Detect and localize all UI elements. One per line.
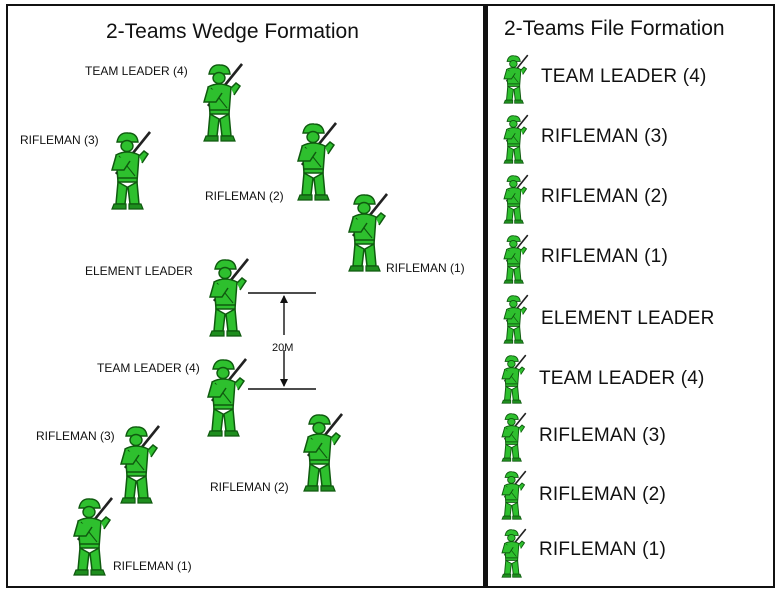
file-member-label: TEAM LEADER (4) bbox=[539, 368, 705, 389]
diagram-frame bbox=[6, 4, 775, 588]
soldier-icon bbox=[296, 121, 338, 202]
file-member-label: RIFLEMAN (3) bbox=[541, 126, 668, 147]
wedge-team1-rifleman2-label: RIFLEMAN (2) bbox=[205, 189, 284, 203]
file-member-label: ELEMENT LEADER bbox=[541, 308, 715, 329]
wedge-team2-leader-label: TEAM LEADER (4) bbox=[97, 361, 200, 375]
soldier-icon bbox=[347, 192, 389, 273]
wedge-team1-leader-label: TEAM LEADER (4) bbox=[85, 64, 188, 78]
panel-divider bbox=[483, 4, 488, 588]
soldier-icon bbox=[503, 114, 529, 165]
soldier-icon bbox=[206, 357, 248, 438]
file-member-label: RIFLEMAN (1) bbox=[539, 539, 666, 560]
soldier-icon bbox=[501, 412, 527, 463]
distance-marker bbox=[248, 292, 316, 390]
soldier-icon bbox=[119, 424, 161, 505]
file-member-label: RIFLEMAN (2) bbox=[539, 484, 666, 505]
soldier-icon bbox=[208, 257, 250, 338]
file-member-label: RIFLEMAN (2) bbox=[541, 186, 668, 207]
soldier-icon bbox=[302, 412, 344, 493]
file-member-label: RIFLEMAN (1) bbox=[541, 246, 668, 267]
wedge-title: 2-Teams Wedge Formation bbox=[106, 20, 359, 43]
file-title: 2-Teams File Formation bbox=[504, 17, 725, 40]
soldier-icon bbox=[202, 62, 244, 143]
soldier-icon bbox=[503, 54, 529, 105]
soldier-icon bbox=[503, 234, 529, 285]
wedge-element-leader-label: ELEMENT LEADER bbox=[85, 264, 193, 278]
soldier-icon bbox=[503, 174, 529, 225]
file-member-label: RIFLEMAN (3) bbox=[539, 425, 666, 446]
wedge-team2-rifleman3-label: RIFLEMAN (3) bbox=[36, 429, 115, 443]
soldier-icon bbox=[110, 130, 152, 211]
wedge-team2-rifleman2-label: RIFLEMAN (2) bbox=[210, 480, 289, 494]
soldier-icon bbox=[501, 528, 527, 579]
soldier-icon bbox=[501, 470, 527, 521]
file-member-label: TEAM LEADER (4) bbox=[541, 66, 707, 87]
soldier-icon bbox=[72, 496, 114, 577]
soldier-icon bbox=[503, 294, 529, 345]
distance-label: 20M bbox=[272, 342, 294, 354]
wedge-team1-rifleman3-label: RIFLEMAN (3) bbox=[20, 133, 99, 147]
wedge-team2-rifleman1-label: RIFLEMAN (1) bbox=[113, 559, 192, 573]
wedge-team1-rifleman1-label: RIFLEMAN (1) bbox=[386, 261, 465, 275]
soldier-icon bbox=[501, 354, 527, 405]
